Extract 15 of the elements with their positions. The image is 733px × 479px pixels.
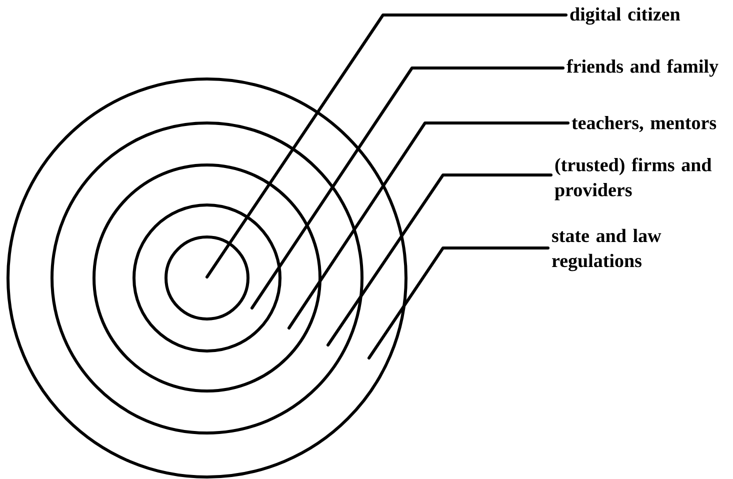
- ring: [50, 122, 364, 434]
- label-text: teachers, mentors: [572, 116, 716, 132]
- leader-line: [206, 14, 568, 278]
- leader-line: [368, 246, 550, 360]
- leader-line: [250, 66, 564, 310]
- ring: [92, 164, 322, 392]
- ring: [6, 78, 408, 478]
- label-text: digital citizen: [570, 7, 680, 25]
- leader-line: [288, 122, 570, 330]
- leader-line: [326, 174, 552, 346]
- label-text: state and law regulations: [552, 228, 662, 272]
- ring: [164, 236, 250, 320]
- label-text: friends and family: [566, 59, 718, 77]
- ring: [132, 204, 282, 352]
- label-text: (trusted) firms and providers: [554, 158, 712, 200]
